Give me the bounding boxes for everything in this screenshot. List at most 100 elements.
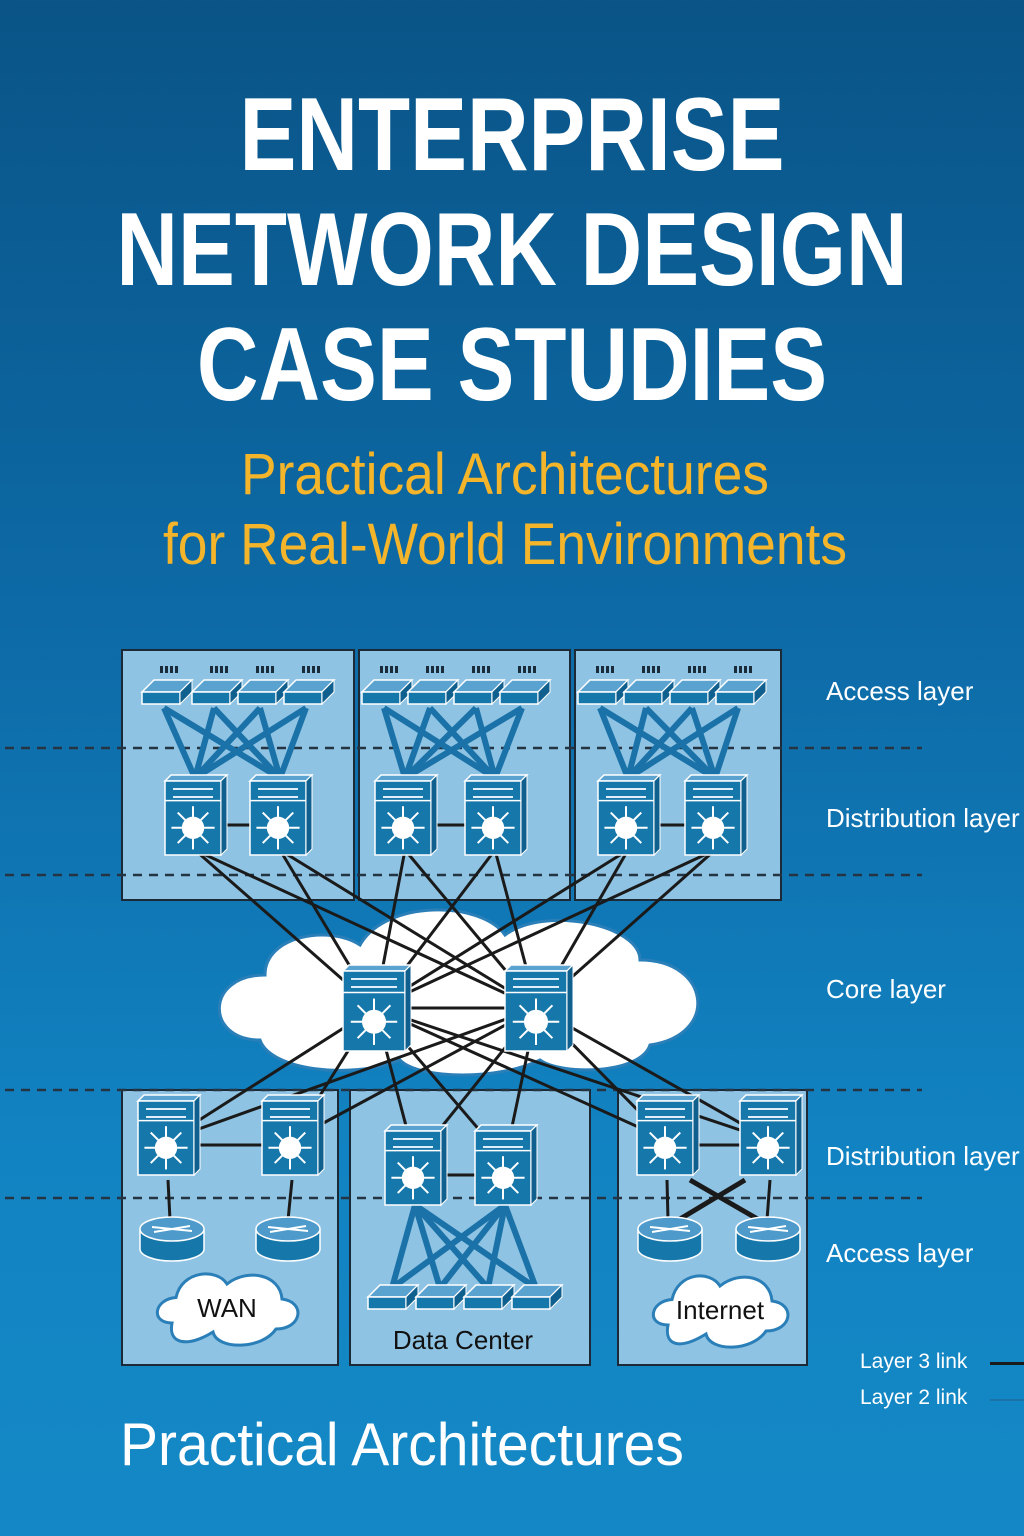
switch-side xyxy=(537,678,551,706)
switch-top xyxy=(473,1124,539,1132)
layer2-link xyxy=(625,705,695,781)
switch-arrows xyxy=(393,1138,433,1148)
router-hub xyxy=(266,816,290,839)
switch-arrows xyxy=(258,788,298,798)
layer3-link xyxy=(286,1179,294,1221)
switch-top xyxy=(683,774,749,782)
title-line-2: NETWORK DESIGN xyxy=(116,192,908,308)
layer3-link xyxy=(765,1179,772,1221)
layer3-link xyxy=(374,1006,668,1142)
layer3-link xyxy=(167,1006,538,1142)
switch-side xyxy=(193,1093,201,1177)
core-cloud xyxy=(217,908,700,1077)
switch-side xyxy=(430,773,438,857)
switch-side xyxy=(530,1123,538,1207)
port xyxy=(215,666,218,673)
switch-side xyxy=(740,773,748,857)
layer2-link xyxy=(402,706,433,780)
port xyxy=(256,666,259,673)
switch-front xyxy=(191,691,231,705)
port xyxy=(647,666,650,673)
port-cluster-icon xyxy=(642,666,660,673)
port xyxy=(220,666,223,673)
layer3-link xyxy=(374,848,716,1010)
switch-arrows xyxy=(645,1108,685,1118)
port xyxy=(302,666,305,673)
switch-top xyxy=(341,964,413,972)
access-switch-icon xyxy=(406,678,460,706)
multilayer-switch-icon xyxy=(473,1123,539,1207)
data-center-switch-icon xyxy=(510,1283,564,1311)
port xyxy=(744,666,747,673)
access-switch-icon xyxy=(452,678,506,706)
access-switch-icon xyxy=(622,678,676,706)
switch-arrows xyxy=(748,1108,788,1118)
port xyxy=(317,666,320,673)
layer2-link xyxy=(712,707,741,779)
port xyxy=(165,666,168,673)
port xyxy=(611,666,614,673)
port xyxy=(523,666,526,673)
switch-front xyxy=(715,691,755,705)
data-center-switch-icon xyxy=(414,1283,468,1311)
layer2-link xyxy=(389,1204,418,1289)
title-line-1: ENTERPRISE xyxy=(239,77,785,193)
switch-top xyxy=(463,774,529,782)
switch-top xyxy=(373,774,439,782)
port xyxy=(477,666,480,673)
layer2-link xyxy=(162,705,282,781)
switch-arrows xyxy=(270,1108,310,1118)
port xyxy=(426,666,429,673)
data-center-switch-icon xyxy=(462,1283,516,1311)
switch-side xyxy=(520,773,528,857)
port-cluster-icon xyxy=(210,666,228,673)
access-switch-icon xyxy=(236,678,290,706)
switch-top xyxy=(635,1094,701,1102)
label-distribution-layer-top: Distribution layer xyxy=(826,803,1020,833)
layer2-link xyxy=(625,707,649,779)
layer2-link xyxy=(597,706,631,780)
multilayer-switch-icon xyxy=(463,773,529,857)
multilayer-switch-icon xyxy=(136,1093,202,1177)
switch-side xyxy=(404,963,412,1053)
layer2-link xyxy=(381,707,408,779)
router-icon xyxy=(637,1216,703,1262)
switch-front xyxy=(499,691,539,705)
access-switch-icon xyxy=(498,678,552,706)
layer2-link xyxy=(502,1203,539,1290)
switch-top xyxy=(503,964,575,972)
port xyxy=(170,666,173,673)
title-line-3: CASE STUDIES xyxy=(196,307,828,423)
layer2-link xyxy=(412,1204,443,1289)
internet-cloud-label: Internet xyxy=(676,1295,765,1325)
port-cluster-icon xyxy=(518,666,536,673)
router-hub xyxy=(154,1136,178,1160)
router-hub xyxy=(181,816,205,839)
router-hub xyxy=(756,1136,780,1160)
switch-top xyxy=(260,1094,326,1102)
cloud-shape xyxy=(651,1274,790,1349)
access-switch-icon xyxy=(714,678,768,706)
switch-arrows xyxy=(351,978,397,988)
switch-front xyxy=(415,1296,455,1310)
layer2-link xyxy=(161,706,198,780)
multilayer-switch-icon xyxy=(248,773,314,857)
layer3-link xyxy=(536,1006,771,1142)
port xyxy=(225,666,228,673)
port xyxy=(210,666,213,673)
port xyxy=(380,666,383,673)
port xyxy=(518,666,521,673)
port xyxy=(528,666,531,673)
data-center-label: Data Center xyxy=(393,1325,534,1355)
port xyxy=(431,666,434,673)
switch-side xyxy=(795,1093,803,1177)
port xyxy=(436,666,439,673)
port-cluster-icon xyxy=(426,666,444,673)
wan-cloud-label: WAN xyxy=(197,1293,257,1323)
router-hub xyxy=(481,816,505,839)
port xyxy=(698,666,701,673)
layer3-link xyxy=(194,848,538,1010)
switch-arrows xyxy=(383,788,423,798)
switch-front xyxy=(141,691,181,705)
